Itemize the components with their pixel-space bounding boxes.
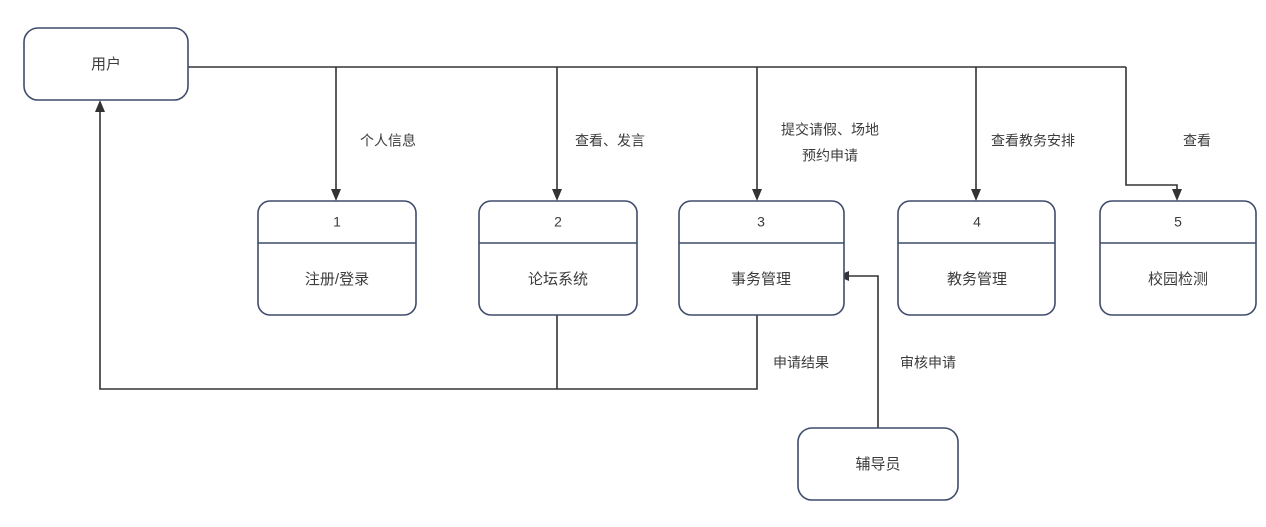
flow-labels: 个人信息 查看、发言 提交请假、场地 预约申请 查看教务安排 查看 申请结果 审… [360, 122, 1211, 371]
flow-line-review-application [844, 275, 879, 428]
arrow-head-to-process-2 [552, 189, 562, 201]
process-3-number: 3 [757, 214, 765, 230]
process-5-number: 5 [1174, 214, 1182, 230]
arrow-head-to-process-1 [331, 189, 341, 201]
arrow-head-to-process-4 [971, 189, 981, 201]
flow-label-leave-venue-request-line2: 预约申请 [802, 148, 858, 164]
process-2[interactable]: 2 论坛系统 [478, 200, 638, 316]
process-1-shape[interactable] [257, 200, 417, 316]
process-3-label: 事务管理 [731, 271, 791, 288]
flow-label-view: 查看 [1183, 133, 1211, 149]
arrow-head-to-process-5 [1172, 189, 1182, 201]
flow-connectors [95, 66, 1182, 428]
flow-label-leave-venue-request-line1: 提交请假、场地 [781, 122, 879, 138]
process-2-number: 2 [554, 214, 562, 230]
entity-counselor-shape[interactable] [797, 427, 959, 501]
entity-counselor-label: 辅导员 [855, 456, 900, 473]
flow-label-review-application: 审核申请 [900, 355, 956, 371]
arrow-head-to-user [95, 100, 105, 112]
flow-line-view [1125, 67, 1178, 194]
flow-label-forum: 查看、发言 [575, 133, 645, 149]
entity-user-label: 用户 [91, 56, 121, 73]
process-3-shape[interactable] [678, 200, 845, 316]
process-5-shape[interactable] [1099, 200, 1257, 316]
process-2-shape[interactable] [478, 200, 638, 316]
process-5-label: 校园检测 [1148, 271, 1208, 288]
flow-label-academic-schedule: 查看教务安排 [991, 133, 1075, 149]
process-4-shape[interactable] [897, 200, 1056, 316]
process-4[interactable]: 4 教务管理 [897, 200, 1056, 316]
arrow-head-to-process-3 [752, 189, 762, 201]
entity-counselor[interactable]: 辅导员 [797, 427, 959, 501]
flow-label-application-result: 申请结果 [773, 355, 829, 371]
flow-line-application-result [99, 107, 758, 390]
process-1[interactable]: 1 注册/登录 [257, 200, 417, 316]
process-5[interactable]: 5 校园检测 [1099, 200, 1257, 316]
process-1-label: 注册/登录 [305, 271, 369, 288]
entity-user[interactable]: 用户 [23, 27, 189, 101]
entity-user-shape[interactable] [23, 27, 189, 101]
process-1-number: 1 [333, 214, 341, 230]
process-2-label: 论坛系统 [528, 271, 588, 288]
process-3[interactable]: 3 事务管理 [678, 200, 845, 316]
process-4-number: 4 [973, 214, 981, 230]
process-4-label: 教务管理 [947, 271, 1007, 288]
flow-label-personal-info: 个人信息 [360, 133, 416, 149]
